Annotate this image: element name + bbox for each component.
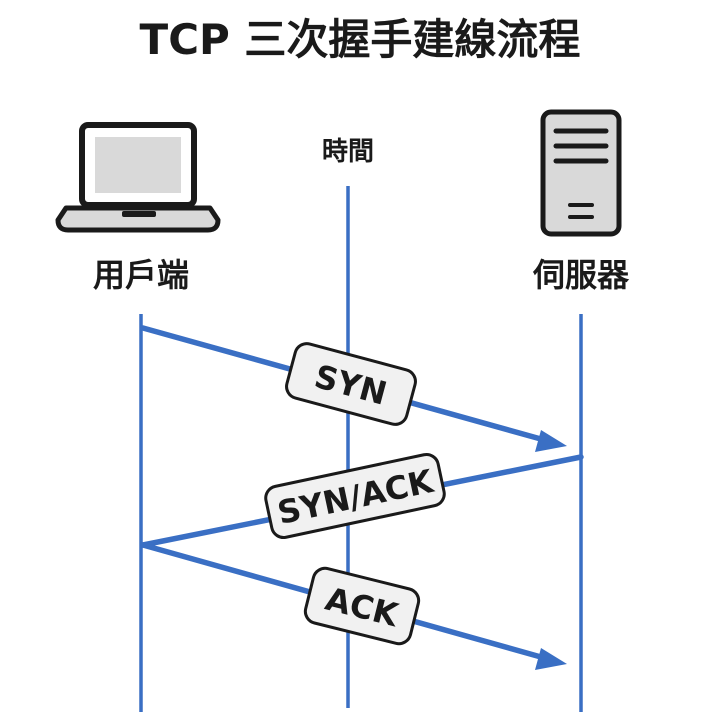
syn-ack-label-box <box>264 453 446 539</box>
message-syn-ack: SYN/ACK <box>140 453 584 548</box>
server-label: 伺服器 <box>532 256 630 294</box>
ack-arrow-head <box>535 648 567 670</box>
message-syn: SYN <box>140 325 567 452</box>
message-ack: ACK <box>140 542 567 670</box>
syn-arrow-head <box>535 430 567 452</box>
client-label: 用戶端 <box>93 256 189 294</box>
time-label: 時間 <box>322 137 374 167</box>
server-icon <box>540 109 622 237</box>
syn-label-box <box>285 342 417 426</box>
ack-label-box <box>303 566 421 646</box>
diagram-title: TCP 三次握手建線流程 <box>140 15 581 64</box>
laptop-icon <box>55 122 221 233</box>
